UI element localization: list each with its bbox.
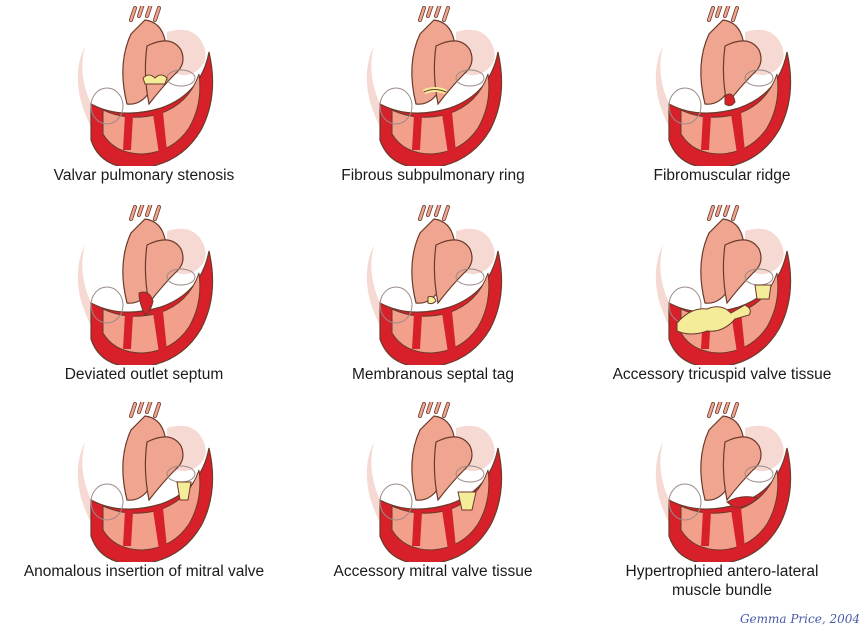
heart-diagram bbox=[69, 205, 219, 365]
panel-tricuspid: Accessory tricuspid valve tissue bbox=[578, 205, 866, 384]
panel-ridge: Fibromuscular ridge bbox=[578, 6, 866, 185]
panel-tag: Membranous septal tag bbox=[289, 205, 577, 384]
panel-mitral-accessory: Accessory mitral valve tissue bbox=[289, 402, 577, 581]
panel-caption: Valvar pulmonary stenosis bbox=[0, 166, 288, 185]
heart-diagram bbox=[358, 6, 508, 166]
heart-diagram bbox=[69, 402, 219, 562]
panel-caption: Accessory tricuspid valve tissue bbox=[578, 365, 866, 384]
heart-diagram bbox=[69, 6, 219, 166]
heart-diagram bbox=[647, 402, 797, 562]
panel-caption: Membranous septal tag bbox=[289, 365, 577, 384]
heart-diagram bbox=[358, 402, 508, 562]
panel-caption: Accessory mitral valve tissue bbox=[289, 562, 577, 581]
panel-ring: Fibrous subpulmonary ring bbox=[289, 6, 577, 185]
panel-bundle: Hypertrophied antero-lateral muscle bund… bbox=[578, 402, 866, 600]
panel-septum: Deviated outlet septum bbox=[0, 205, 288, 384]
heart-diagram bbox=[647, 6, 797, 166]
panel-mitral-insertion: Anomalous insertion of mitral valve bbox=[0, 402, 288, 581]
panel-caption: Deviated outlet septum bbox=[0, 365, 288, 384]
panel-caption: Fibrous subpulmonary ring bbox=[289, 166, 577, 185]
panel-caption: Fibromuscular ridge bbox=[578, 166, 866, 185]
artist-signature: Gemma Price, 2004 bbox=[740, 612, 860, 626]
panel-caption: Hypertrophied antero-lateral muscle bund… bbox=[578, 562, 866, 600]
heart-diagram bbox=[647, 205, 797, 365]
heart-diagram bbox=[358, 205, 508, 365]
panel-valvar: Valvar pulmonary stenosis bbox=[0, 6, 288, 185]
panel-caption: Anomalous insertion of mitral valve bbox=[0, 562, 288, 581]
